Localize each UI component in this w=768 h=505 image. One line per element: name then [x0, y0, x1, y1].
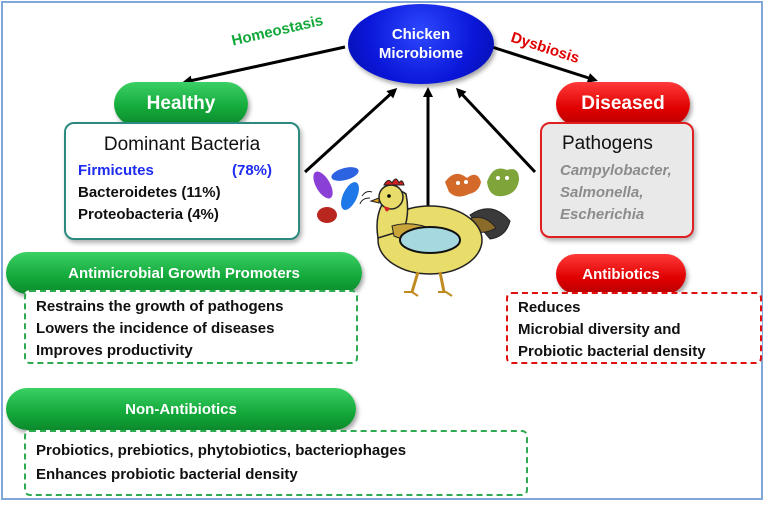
bacteria-blue-icon	[331, 167, 359, 181]
bacteria-red-icon	[317, 207, 337, 223]
bacteria-item-proteobacteria: Proteobacteria (4%)	[78, 206, 219, 223]
antibiotics-title: Antibiotics	[582, 265, 660, 283]
bacteria-purple-icon	[313, 171, 333, 199]
microbiome-label-line2: Microbiome	[378, 45, 464, 62]
bacteria-name: Bacteroidetes	[78, 184, 178, 201]
pathogen-campylobacter: Campylobacter,	[560, 162, 672, 179]
pathogen-orange-icon	[445, 173, 481, 197]
bacteria-name: Proteobacteria	[78, 206, 184, 223]
healthy-title: Healthy	[146, 93, 216, 114]
non-antibiotics-box: Probiotics, prebiotics, phytobiotics, ba…	[24, 430, 528, 496]
agp-box: Restrains the growth of pathogens Lowers…	[24, 290, 358, 364]
antibiotics-pill: Antibiotics	[556, 254, 686, 294]
gut-oval	[399, 226, 461, 254]
diseased-pill: Diseased	[556, 82, 690, 126]
bacteria-item-firmicutes: Firmicutes	[78, 162, 154, 179]
pathogen-green-icon	[487, 168, 519, 197]
antibiotics-box: Reduces Microbial diversity and Probioti…	[506, 292, 762, 364]
arrow-to-healthy	[182, 45, 346, 86]
antibiotics-line-3: Probiotic bacterial density	[518, 343, 706, 360]
non-antibiotics-pill: Non-Antibiotics	[6, 388, 356, 430]
pathogens-box: Pathogens Campylobacter, Salmonella, Esc…	[540, 122, 694, 238]
bacteria-name: Firmicutes	[78, 162, 154, 179]
dominant-bacteria-box: Dominant Bacteria Firmicutes (78%) Bacte…	[64, 122, 300, 240]
arrow-from-pathogens	[455, 87, 537, 174]
agp-line-3: Improves productivity	[36, 342, 193, 359]
antibiotics-line-1: Reduces	[518, 299, 581, 316]
agp-title: Antimicrobial Growth Promoters	[68, 264, 300, 282]
bacteria-value: (4%)	[187, 206, 219, 223]
diseased-title: Diseased	[581, 93, 665, 114]
pathogen-salmonella: Salmonella,	[560, 184, 644, 201]
agp-pill: Antimicrobial Growth Promoters	[6, 252, 362, 294]
non-antibiotics-title: Non-Antibiotics	[125, 400, 237, 418]
arrow-from-bacteria	[303, 87, 398, 174]
microbiome-label-line1: Chicken	[391, 26, 451, 43]
agp-line-1: Restrains the growth of pathogens	[36, 298, 284, 315]
bacteria-item-bacteroidetes: Bacteroidetes (11%)	[78, 184, 221, 201]
non-antibiotics-line-2: Enhances probiotic bacterial density	[36, 466, 298, 483]
bacteria-value-firmicutes: (78%)	[232, 162, 273, 179]
arrow-to-diseased	[491, 45, 598, 83]
pathogens-title: Pathogens	[562, 133, 653, 154]
dominant-bacteria-title: Dominant Bacteria	[103, 134, 261, 155]
agp-line-2: Lowers the incidence of diseases	[36, 320, 275, 337]
microbiome-node: Chicken Microbiome	[348, 4, 494, 84]
antibiotics-line-2: Microbial diversity and	[518, 321, 681, 338]
non-antibiotics-line-1: Probiotics, prebiotics, phytobiotics, ba…	[36, 442, 407, 459]
bacteria-blue2-icon	[341, 182, 359, 210]
bacteria-value: (11%)	[181, 184, 221, 201]
pathogen-escherichia: Escherichia	[560, 206, 645, 223]
healthy-pill: Healthy	[114, 82, 248, 126]
